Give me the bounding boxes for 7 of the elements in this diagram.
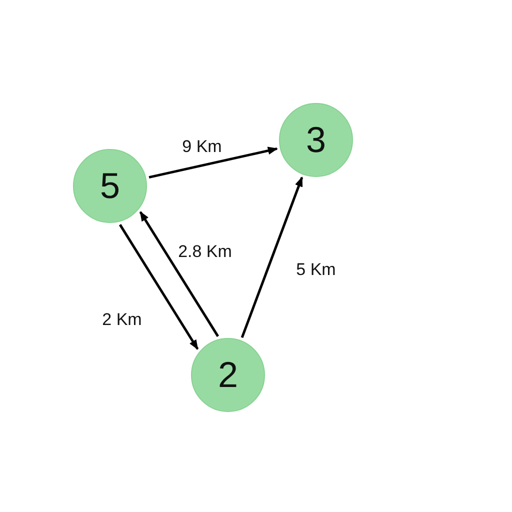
node-label: 3 xyxy=(306,119,326,161)
node-label: 5 xyxy=(100,165,120,207)
arrow xyxy=(240,176,304,338)
arrow xyxy=(139,211,220,337)
arrow xyxy=(118,224,199,350)
node-label: 2 xyxy=(218,354,238,396)
arrow xyxy=(148,146,278,178)
